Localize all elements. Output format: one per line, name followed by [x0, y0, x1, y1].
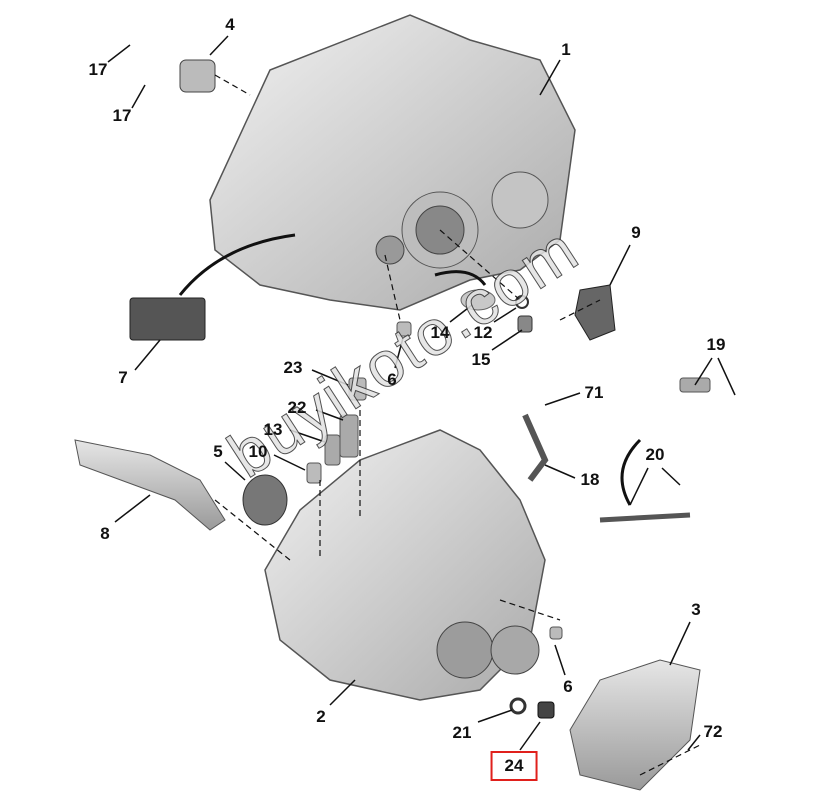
- part-label-24-highlighted: 24: [490, 751, 538, 781]
- leader-lines: [107, 35, 736, 751]
- part-label-4: 4: [225, 15, 235, 34]
- part-label-20: 20: [645, 445, 665, 464]
- part-8: [74, 439, 226, 531]
- part-label-17: 17: [112, 106, 132, 125]
- part-label-12: 12: [473, 323, 493, 342]
- clutch-housing: [209, 14, 576, 311]
- part-label-15: 15: [471, 350, 491, 369]
- part-label-2: 2: [316, 707, 326, 726]
- part-label-22: 22: [287, 398, 307, 417]
- part-label-72: 72: [703, 722, 723, 741]
- part-label-14: 14: [430, 323, 450, 342]
- part-label-8: 8: [100, 524, 110, 543]
- part-5: [242, 474, 288, 526]
- part-label-3: 3: [691, 600, 701, 619]
- part-label-9: 9: [631, 223, 641, 242]
- part-label-23: 23: [283, 358, 303, 377]
- part-label-6: 6: [563, 677, 573, 696]
- part-label-21: 21: [452, 723, 472, 742]
- part-label-19: 19: [706, 335, 726, 354]
- part-7: [129, 297, 206, 341]
- part-label-71: 71: [584, 383, 604, 402]
- part-label-17: 17: [88, 60, 108, 79]
- part-label-5: 5: [213, 442, 223, 461]
- part-4: [179, 59, 216, 93]
- part-label-6: 6: [387, 370, 397, 389]
- part-label-7: 7: [118, 368, 128, 387]
- part-9: [574, 284, 616, 341]
- part-label-10: 10: [248, 442, 268, 461]
- part-label-1: 1: [561, 40, 571, 59]
- housing-cover: [569, 659, 701, 791]
- part-label-13: 13: [263, 420, 283, 439]
- part-label-18: 18: [580, 470, 600, 489]
